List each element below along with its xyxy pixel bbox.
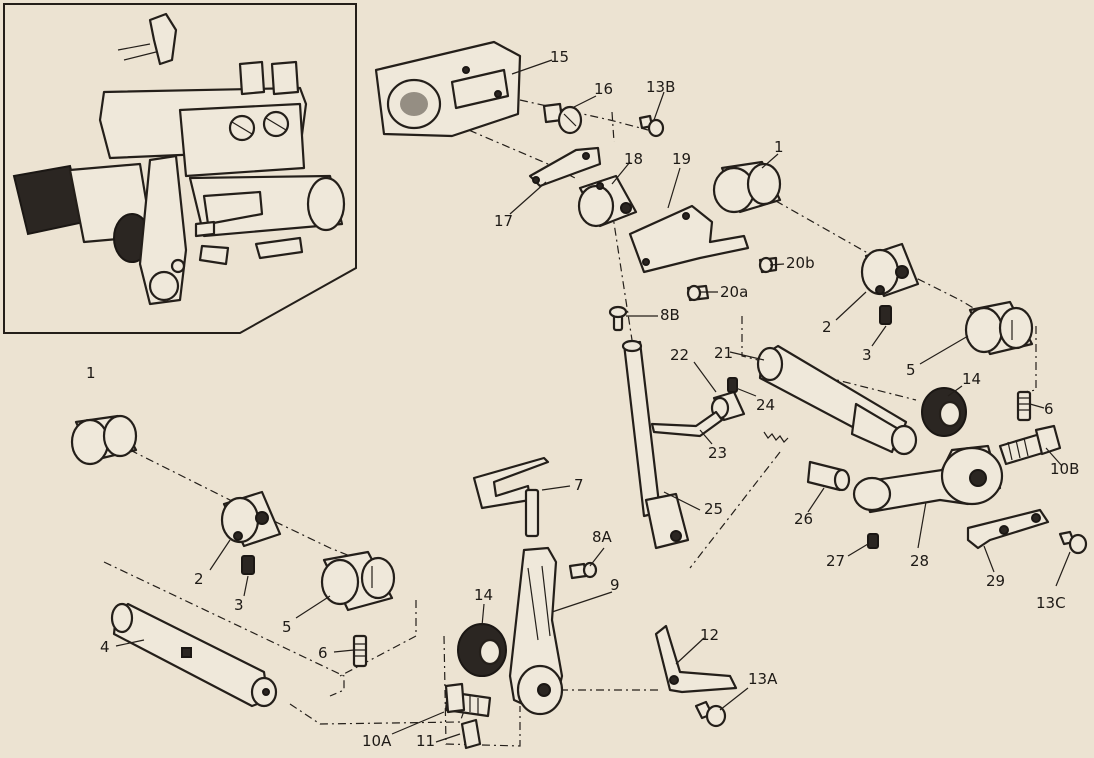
callout-5-top: 5 [906, 361, 916, 379]
callout-1-bottom: 1 [86, 364, 96, 382]
callout-22: 22 [670, 346, 689, 364]
part-6-screw-bottom [352, 634, 368, 668]
part-12-bracket [654, 624, 738, 694]
callout-8b: 8B [660, 306, 680, 324]
part-14-washer-top [921, 387, 967, 437]
assembly-inset [3, 3, 357, 334]
part-26-pin [806, 460, 851, 492]
part-8b-screw [608, 305, 628, 332]
callout-23: 23 [708, 444, 727, 462]
callout-16: 16 [594, 80, 613, 98]
callout-8a: 8A [592, 528, 613, 546]
callout-21: 21 [714, 344, 733, 362]
part-16-screw [542, 102, 583, 135]
assembly-illustration [12, 12, 346, 306]
callout-1-top: 1 [774, 138, 784, 156]
part-21-shaft [756, 344, 918, 456]
callout-26: 26 [794, 510, 813, 528]
callout-7: 7 [574, 476, 584, 494]
part-17-lever [528, 146, 602, 188]
part-6-screw-top [1016, 390, 1032, 422]
callout-12: 12 [700, 626, 719, 644]
part-19-bracket [628, 204, 750, 274]
part-14-washer-bottom [457, 623, 507, 677]
part-8a-screw [568, 561, 598, 580]
callout-14-top: 14 [962, 370, 981, 388]
part-23-small-lever [650, 410, 724, 438]
callout-28: 28 [910, 552, 929, 570]
callout-15: 15 [550, 48, 569, 66]
part-27-set-screw [867, 533, 879, 549]
part-9-arm [508, 546, 564, 716]
callout-6-top: 6 [1044, 400, 1054, 418]
callout-13c: 13C [1036, 594, 1066, 612]
part-2-collar-top [860, 242, 920, 298]
callout-2-top: 2 [822, 318, 832, 336]
part-28-crank [852, 444, 1004, 514]
part-10b-screw [998, 424, 1062, 466]
callout-14-bottom: 14 [474, 586, 493, 604]
callout-27: 27 [826, 552, 845, 570]
part-29-bracket [966, 508, 1050, 550]
callout-10a: 10A [362, 732, 392, 750]
callout-10b: 10B [1050, 460, 1079, 478]
part-15-face-plate [374, 40, 522, 138]
callout-17: 17 [494, 212, 513, 230]
callout-24: 24 [756, 396, 775, 414]
part-1-bushing-top [712, 160, 782, 214]
callout-29: 29 [986, 572, 1005, 590]
part-11-clip [460, 718, 482, 750]
callout-labels: 15 16 13B 1 18 19 17 20b 20a 8B 2 3 22 2… [86, 48, 1079, 750]
part-5-sleeve-bottom [320, 550, 396, 612]
part-3-set-screw-top [879, 305, 892, 325]
callout-3-bottom: 3 [234, 596, 244, 614]
callout-11: 11 [416, 732, 435, 750]
callout-9: 9 [610, 576, 620, 594]
part-20a-screw [686, 284, 710, 302]
callout-19: 19 [672, 150, 691, 168]
part-10a-screw [444, 682, 492, 718]
part-3-set-screw-bottom [241, 555, 255, 575]
callout-13a: 13A [748, 670, 778, 688]
part-25-link-rod [621, 339, 690, 550]
part-13b-screw [638, 114, 665, 138]
part-1-bushing-bottom [70, 414, 138, 466]
part-5-sleeve-top [964, 300, 1034, 356]
leader-lines [115, 59, 1071, 743]
callout-13b: 13B [646, 78, 675, 96]
callout-2-bottom: 2 [194, 570, 204, 588]
callout-3-top: 3 [862, 346, 872, 364]
part-4-shaft [110, 602, 278, 708]
callout-20b: 20b [786, 254, 815, 272]
callout-5-bottom: 5 [282, 618, 292, 636]
part-2-collar-bottom [220, 490, 282, 548]
callout-18: 18 [624, 150, 643, 168]
callout-25: 25 [704, 500, 723, 518]
part-13a-screw [694, 700, 727, 728]
callout-6-bottom: 6 [318, 644, 328, 662]
part-24-set-screw [727, 377, 738, 393]
callout-4: 4 [100, 638, 110, 656]
part-7-blade [472, 456, 550, 538]
part-spring [763, 431, 789, 443]
part-22-small-collar [710, 390, 746, 422]
part-18-collar [577, 174, 638, 228]
part-13c-screw [1058, 530, 1088, 555]
callout-20a: 20a [720, 283, 748, 301]
